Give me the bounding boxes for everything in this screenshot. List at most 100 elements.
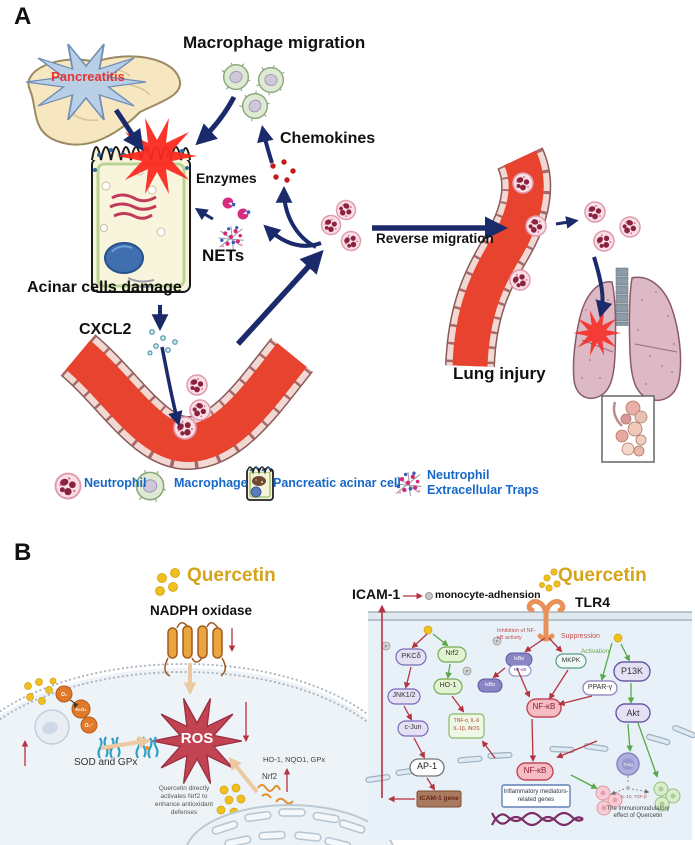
macrophage-migration-label: Macrophage migration [183, 33, 366, 52]
chemokine-dots [270, 159, 296, 183]
o2-radical-label: O₂ [61, 692, 67, 698]
nucleus-left [186, 804, 394, 845]
sod-gpx-label: SOD and GPx [74, 757, 138, 768]
ikb-released-label: IκBα [484, 682, 496, 688]
cytokines-box [448, 713, 485, 739]
alveoli-inset [601, 395, 655, 463]
ikb-complex-label: IκBα [513, 656, 525, 662]
pkc-delta-node [395, 648, 427, 666]
akt-node [615, 703, 651, 723]
immunomodulatory-caption: The immunomodulatory effect of Quercetin [606, 806, 670, 820]
legend-nets-label: Neutrophil Extracellular Traps [427, 468, 539, 497]
panel-a-label: A [14, 3, 32, 30]
quercetin-dots-right [423, 568, 623, 643]
neutrophil-cluster [320, 195, 365, 255]
reverse-migration-label: Reverse migration [376, 231, 494, 246]
monocyte-adhension-label: monocyte-adhension [435, 589, 541, 601]
svg-text:P: P [384, 644, 387, 649]
endoplasmic-reticulum [109, 193, 157, 220]
cjun-node [397, 720, 429, 737]
neutrophils-escaped [584, 201, 645, 256]
nfkb-nucleus-node [516, 762, 554, 781]
quercetin-note: Quercetin directly activates Nrf2 to enh… [154, 785, 214, 817]
chemokines-label: Chemokines [280, 130, 376, 147]
treg-label: Treg [623, 762, 633, 768]
o2-anion-label: O₂⁻ [85, 723, 94, 729]
legend-macrophage-label: Macrophage [174, 476, 248, 490]
o2-radical-circle [55, 685, 73, 703]
panel-b-label: B [14, 539, 32, 566]
ap1-node [409, 758, 445, 777]
legend-acinar-icon [246, 466, 274, 501]
cxcl2-label: CXCL2 [79, 321, 132, 338]
nfkb-cyto-label: NF-κB [532, 702, 556, 711]
legend-icons [54, 466, 422, 503]
legend-acinar-label: Pancreatic acinar cell [273, 476, 401, 490]
nadph-oxidase-protein [164, 622, 226, 677]
radical-cluster [24, 677, 159, 759]
icam1-label: ICAM-1 [352, 586, 401, 602]
antioxidant-enzymes-label: HO-1, NQO1, GPx [263, 755, 326, 764]
svg-text:P: P [465, 669, 468, 674]
panel-b-right-arrows [378, 592, 659, 803]
o2-anion-circle [80, 716, 98, 734]
pkc-delta-label: PKCδ [401, 651, 421, 660]
panel-b-left-arrows [21, 628, 291, 794]
pi3k-node [613, 661, 651, 682]
cjun-label: c-Jun [404, 724, 422, 731]
il10-tgfb-label: IL-10, TGF-β [621, 794, 647, 799]
treg-dashed-arrows [610, 776, 650, 795]
nrf2-right-label: Nrf2 [445, 650, 459, 657]
trachea [615, 267, 629, 326]
ros-label: ROS [180, 730, 214, 747]
quercetin-left-label: Quercetin [187, 565, 276, 586]
nfkb-complex-label: NF-κB [513, 667, 527, 672]
mkpk-label: MKPK [561, 657, 581, 664]
blood-vessel-left [60, 334, 314, 470]
pathway-nodes [387, 646, 651, 808]
nrf2-node [437, 646, 467, 663]
h2o2-label: H₂O₂ [76, 707, 87, 712]
nrf2-left-label: Nrf2 [262, 772, 278, 781]
monocyte-dot [425, 592, 433, 600]
nets-label: NETs [202, 246, 245, 265]
mkpk-node [555, 653, 587, 669]
ap1-label: AP-1 [416, 761, 437, 771]
akt-label: Akt [626, 708, 640, 718]
macrophage-cells [221, 59, 292, 126]
inflammatory-box-label: Inflammatory mediators- related genes [503, 789, 569, 803]
enzymes-label: Enzymes [196, 170, 257, 186]
nfkb-cyto-node [526, 698, 562, 718]
icam1-gene-label: ICAM-1 gene [419, 795, 459, 802]
activation-label: Activation [581, 648, 610, 655]
acinar-cell [91, 146, 191, 293]
ho1-label: HO-1 [439, 682, 457, 689]
inhibition-note-label: Inhibition of NF-κB activity [497, 628, 536, 641]
cell-nucleus [104, 242, 144, 274]
ikb-released-node [477, 678, 503, 693]
tlr4-label: TLR4 [575, 594, 610, 610]
ppar-label: PPAR-γ [587, 684, 613, 691]
ppar-node [582, 680, 618, 696]
quercetin-right-label: Quercetin [558, 565, 647, 586]
phospho-marks: P P P [381, 636, 502, 676]
panel-a-arrows [113, 95, 613, 427]
jnk-node [387, 688, 421, 705]
pi3k-label: P13K [620, 666, 644, 676]
immune-cells: Treg [595, 752, 681, 816]
panel-b-left-illustration: O₂ H₂O₂ O₂⁻ [0, 568, 394, 845]
svg-text:P: P [495, 639, 498, 644]
legend-neutrophil-icon [54, 472, 82, 500]
jnk-label: JNK1/2 [392, 692, 416, 699]
icam1-gene-box [416, 790, 462, 808]
dna-helix [491, 811, 584, 827]
enzymes-icons [221, 196, 253, 222]
acinar-damage-label: Acinar cells damage [27, 279, 182, 296]
suppression-label: Suppression [561, 633, 600, 640]
legend-neutrophil-label: Neutrophil [84, 476, 147, 490]
panel-b-right-illustration: P P P [365, 568, 695, 840]
inflammatory-genes-box [501, 784, 571, 808]
blood-vessel-right [445, 147, 552, 368]
